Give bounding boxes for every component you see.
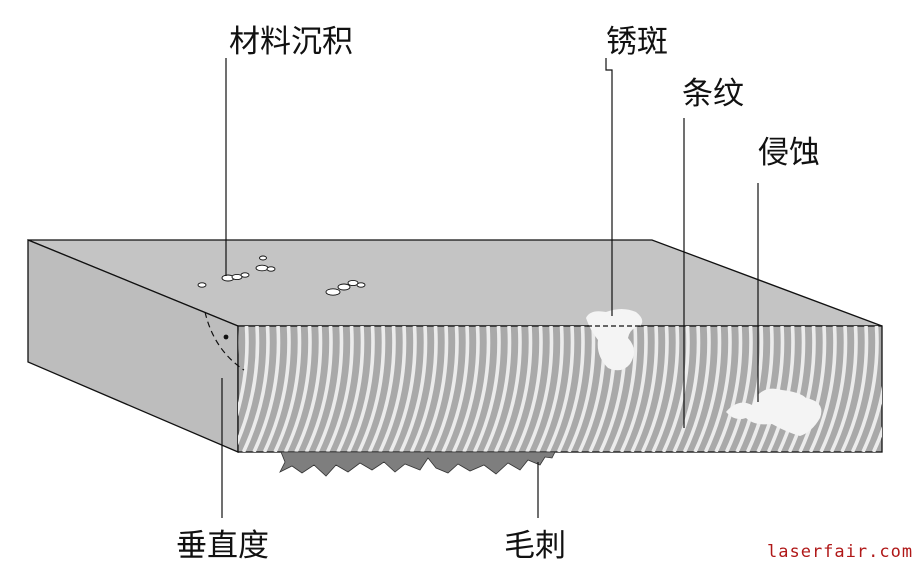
striation-line [493,326,522,452]
rust-spot [586,309,643,371]
striation-line [283,326,312,452]
striation-line [325,326,354,452]
striation-line [840,326,869,452]
striation-line [619,326,648,452]
striation-line [420,326,449,452]
striation-line [262,326,291,452]
striation-line [346,326,375,452]
perpendicularity-dot [223,334,229,340]
striation-line [819,326,848,452]
striation-line [514,326,543,452]
striation-line [703,326,732,452]
striation-line [714,326,743,452]
striation-line [672,326,701,452]
striation-line [829,326,858,452]
striation-line [367,326,396,452]
striation-line [651,326,680,452]
striation-line [238,326,260,452]
striation-line [871,326,882,452]
striation-line [640,326,669,452]
striation-line [315,326,344,452]
erosion-patch [726,388,822,436]
striation-line [724,326,753,452]
striation-line [357,326,386,452]
rust-spot-label: 锈斑 [606,24,668,60]
striation-line [252,326,281,452]
striation-line [861,326,882,452]
striation-line [462,326,491,452]
striation-line [850,326,879,452]
striation-line [504,326,533,452]
material-deposit-label: 材料沉积 [229,24,353,60]
striation-line [273,326,302,452]
striation-line [609,326,638,452]
striation-line [472,326,501,452]
striation-line [808,326,837,452]
striation-line [556,326,585,452]
material-deposit-droplets [197,255,366,296]
striation-line [630,326,659,452]
striation-line [409,326,438,452]
striation-line [546,326,575,452]
striation-line [693,326,722,452]
rust-spot-leader [605,58,613,316]
striation-line [777,326,806,452]
perpendicularity-arc [204,311,245,371]
burr-label: 毛刺 [504,528,566,564]
striation-line [294,326,323,452]
striation-line [525,326,554,452]
striation-line [735,326,764,452]
burr-dross [279,451,556,477]
striation-line [483,326,512,452]
striation-line [567,326,596,452]
erosion-label: 侵蚀 [758,135,820,171]
striations-label: 条纹 [682,76,744,112]
perpendicularity-label: 垂直度 [176,528,269,564]
striation-line [399,326,428,452]
striation-line [388,326,417,452]
striation-line [241,326,270,452]
striation-line [336,326,365,452]
striation-line [798,326,827,452]
striation-line [451,326,480,452]
striation-line [430,326,459,452]
striation-line [682,326,711,452]
watermark: laserfair.com [767,542,912,562]
striation-line [304,326,333,452]
striation-line [238,326,249,452]
striation-line [441,326,470,452]
striation-line [378,326,407,452]
striation-line [766,326,795,452]
striation-line [787,326,816,452]
striation-line [535,326,564,452]
